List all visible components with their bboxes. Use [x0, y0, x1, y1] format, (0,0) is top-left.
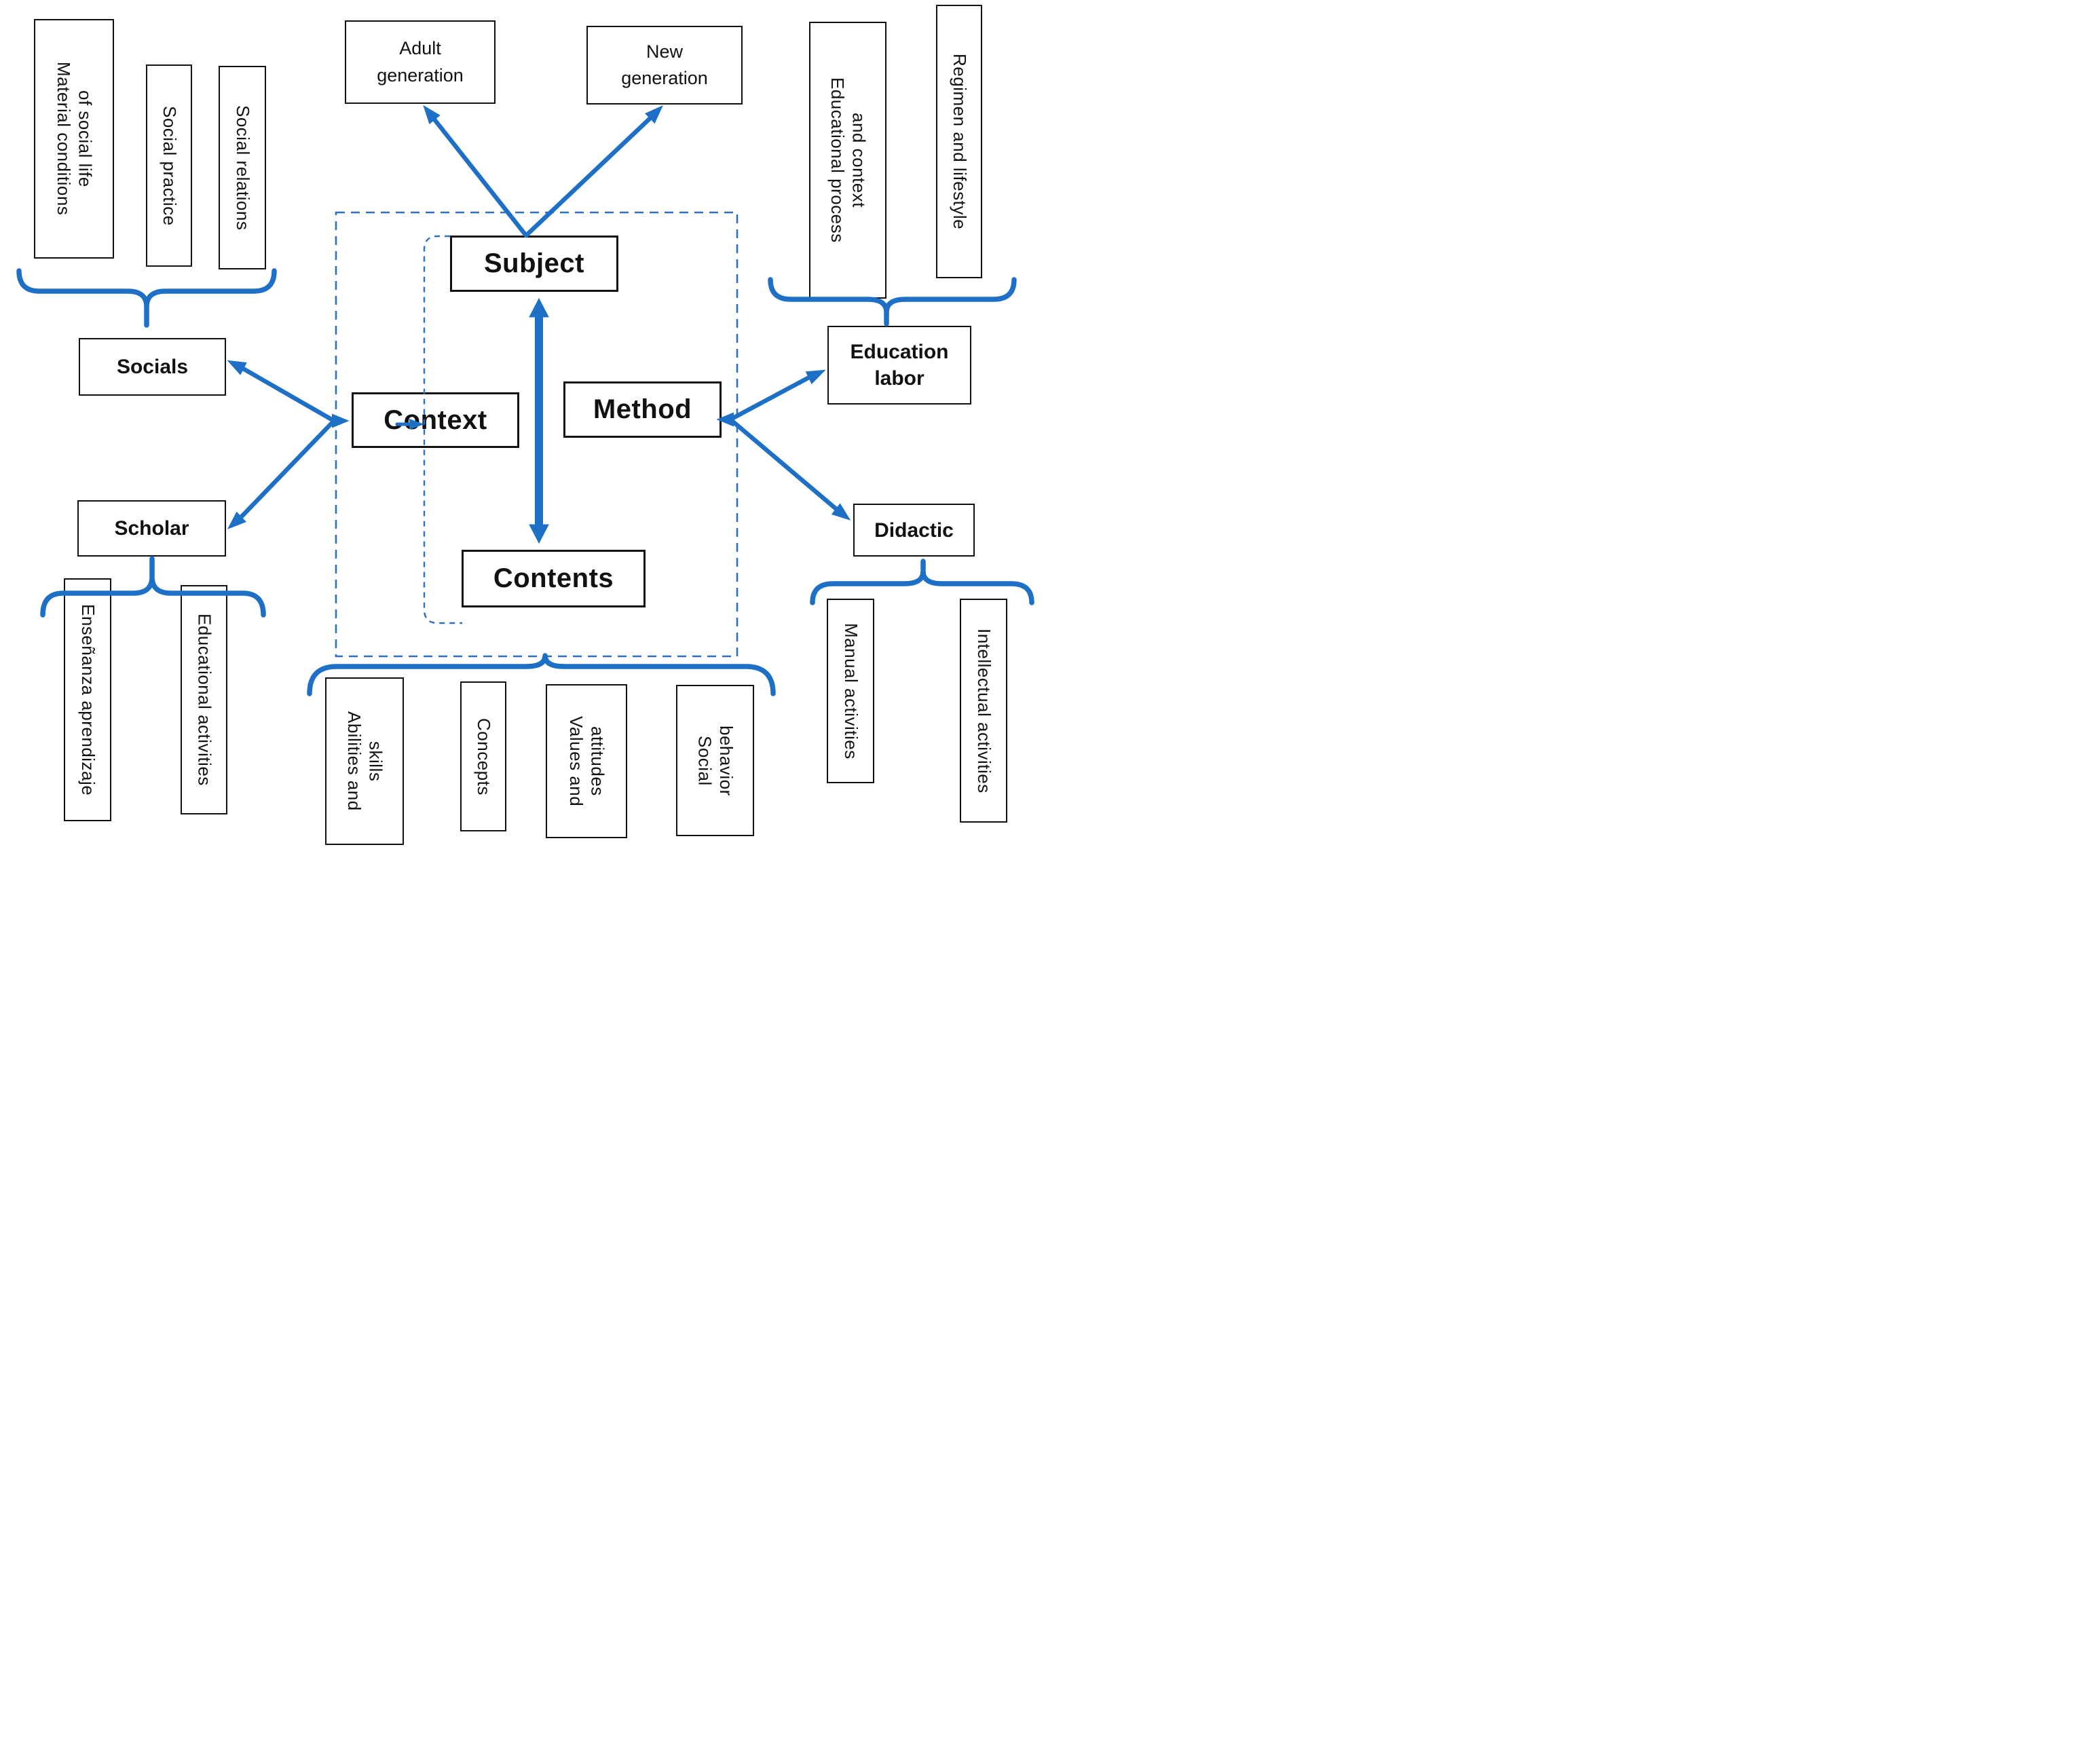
- box-scholar-label: Scholar: [114, 517, 189, 540]
- box-social-practice-label: Social practice: [159, 105, 180, 226]
- arrow-subject-to-new-generation: [523, 105, 664, 238]
- box-socials-label: Socials: [116, 356, 189, 378]
- brace-social-factors: [16, 268, 277, 328]
- arrow-subject-to-adult-generation: [423, 105, 529, 238]
- box-social-relations-label: Social relations: [232, 105, 253, 231]
- box-adult-generation: Adult generation: [345, 20, 496, 104]
- box-concepts-label: Concepts: [473, 717, 494, 795]
- box-didactic-label: Didactic: [874, 519, 954, 542]
- box-educational-process-label: Educational process and context: [827, 77, 870, 243]
- box-adult-generation-label: Adult generation: [377, 38, 464, 86]
- box-education-labor: Education labor: [827, 326, 971, 405]
- box-regimen-lifestyle: Regimen and lifestyle: [936, 5, 982, 278]
- box-educational-process: Educational process and context: [809, 22, 886, 299]
- box-educational-activities-label: Educational activities: [194, 614, 215, 786]
- box-ensenanza-aprendizaje-label: Enseñanza aprendizaje: [77, 603, 98, 796]
- box-educational-activities: Educational activities: [181, 585, 227, 814]
- arrow-subject-contents-bidirectional: [529, 297, 549, 544]
- box-material-conditions-label: Material conditions of social life: [54, 62, 96, 216]
- box-context: Context: [352, 392, 519, 448]
- arrow-context-to-scholar: [227, 418, 337, 529]
- box-regimen-lifestyle-label: Regimen and lifestyle: [949, 53, 970, 230]
- box-manual-activities: Manual activities: [827, 599, 874, 783]
- box-intellectual-activities: Intellectual activities: [960, 599, 1007, 823]
- box-contents: Contents: [462, 550, 646, 607]
- arrowhead-into-context: [332, 413, 350, 428]
- box-social-behavior: Social behavior: [676, 685, 754, 836]
- box-new-generation-label: New generation: [621, 41, 708, 88]
- box-didactic: Didactic: [853, 504, 975, 557]
- box-material-conditions: Material conditions of social life: [34, 19, 114, 259]
- box-education-labor-label: Education labor: [850, 341, 949, 390]
- box-abilities-skills-label: Abilities and skills: [344, 711, 386, 811]
- arrow-method-to-didactic: [728, 417, 851, 521]
- box-new-generation: New generation: [586, 26, 743, 105]
- box-scholar: Scholar: [77, 500, 226, 557]
- box-social-behavior-label: Social behavior: [694, 725, 737, 796]
- brace-didactic-items: [810, 559, 1034, 605]
- box-values-attitudes: Values and attitudes: [546, 684, 627, 838]
- box-subject-label: Subject: [484, 248, 584, 278]
- concept-diagram: Material conditions of social life Socia…: [0, 0, 1046, 882]
- box-subject: Subject: [450, 236, 618, 292]
- box-contents-label: Contents: [493, 563, 614, 593]
- box-ensenanza-aprendizaje: Enseñanza aprendizaje: [64, 578, 111, 821]
- box-social-practice: Social practice: [146, 64, 192, 267]
- box-socials: Socials: [79, 338, 226, 396]
- box-method: Method: [563, 381, 722, 438]
- box-abilities-skills: Abilities and skills: [325, 677, 404, 845]
- box-values-attitudes-label: Values and attitudes: [566, 715, 608, 807]
- box-intellectual-activities-label: Intellectual activities: [973, 628, 994, 793]
- box-context-label: Context: [384, 405, 487, 435]
- box-manual-activities-label: Manual activities: [840, 622, 861, 759]
- box-method-label: Method: [593, 394, 692, 424]
- brace-labor-factors: [768, 277, 1017, 326]
- arrow-context-to-socials: [227, 360, 337, 424]
- box-social-relations: Social relations: [219, 66, 266, 269]
- arrow-method-to-education-labor: [728, 369, 826, 422]
- box-concepts: Concepts: [460, 681, 506, 831]
